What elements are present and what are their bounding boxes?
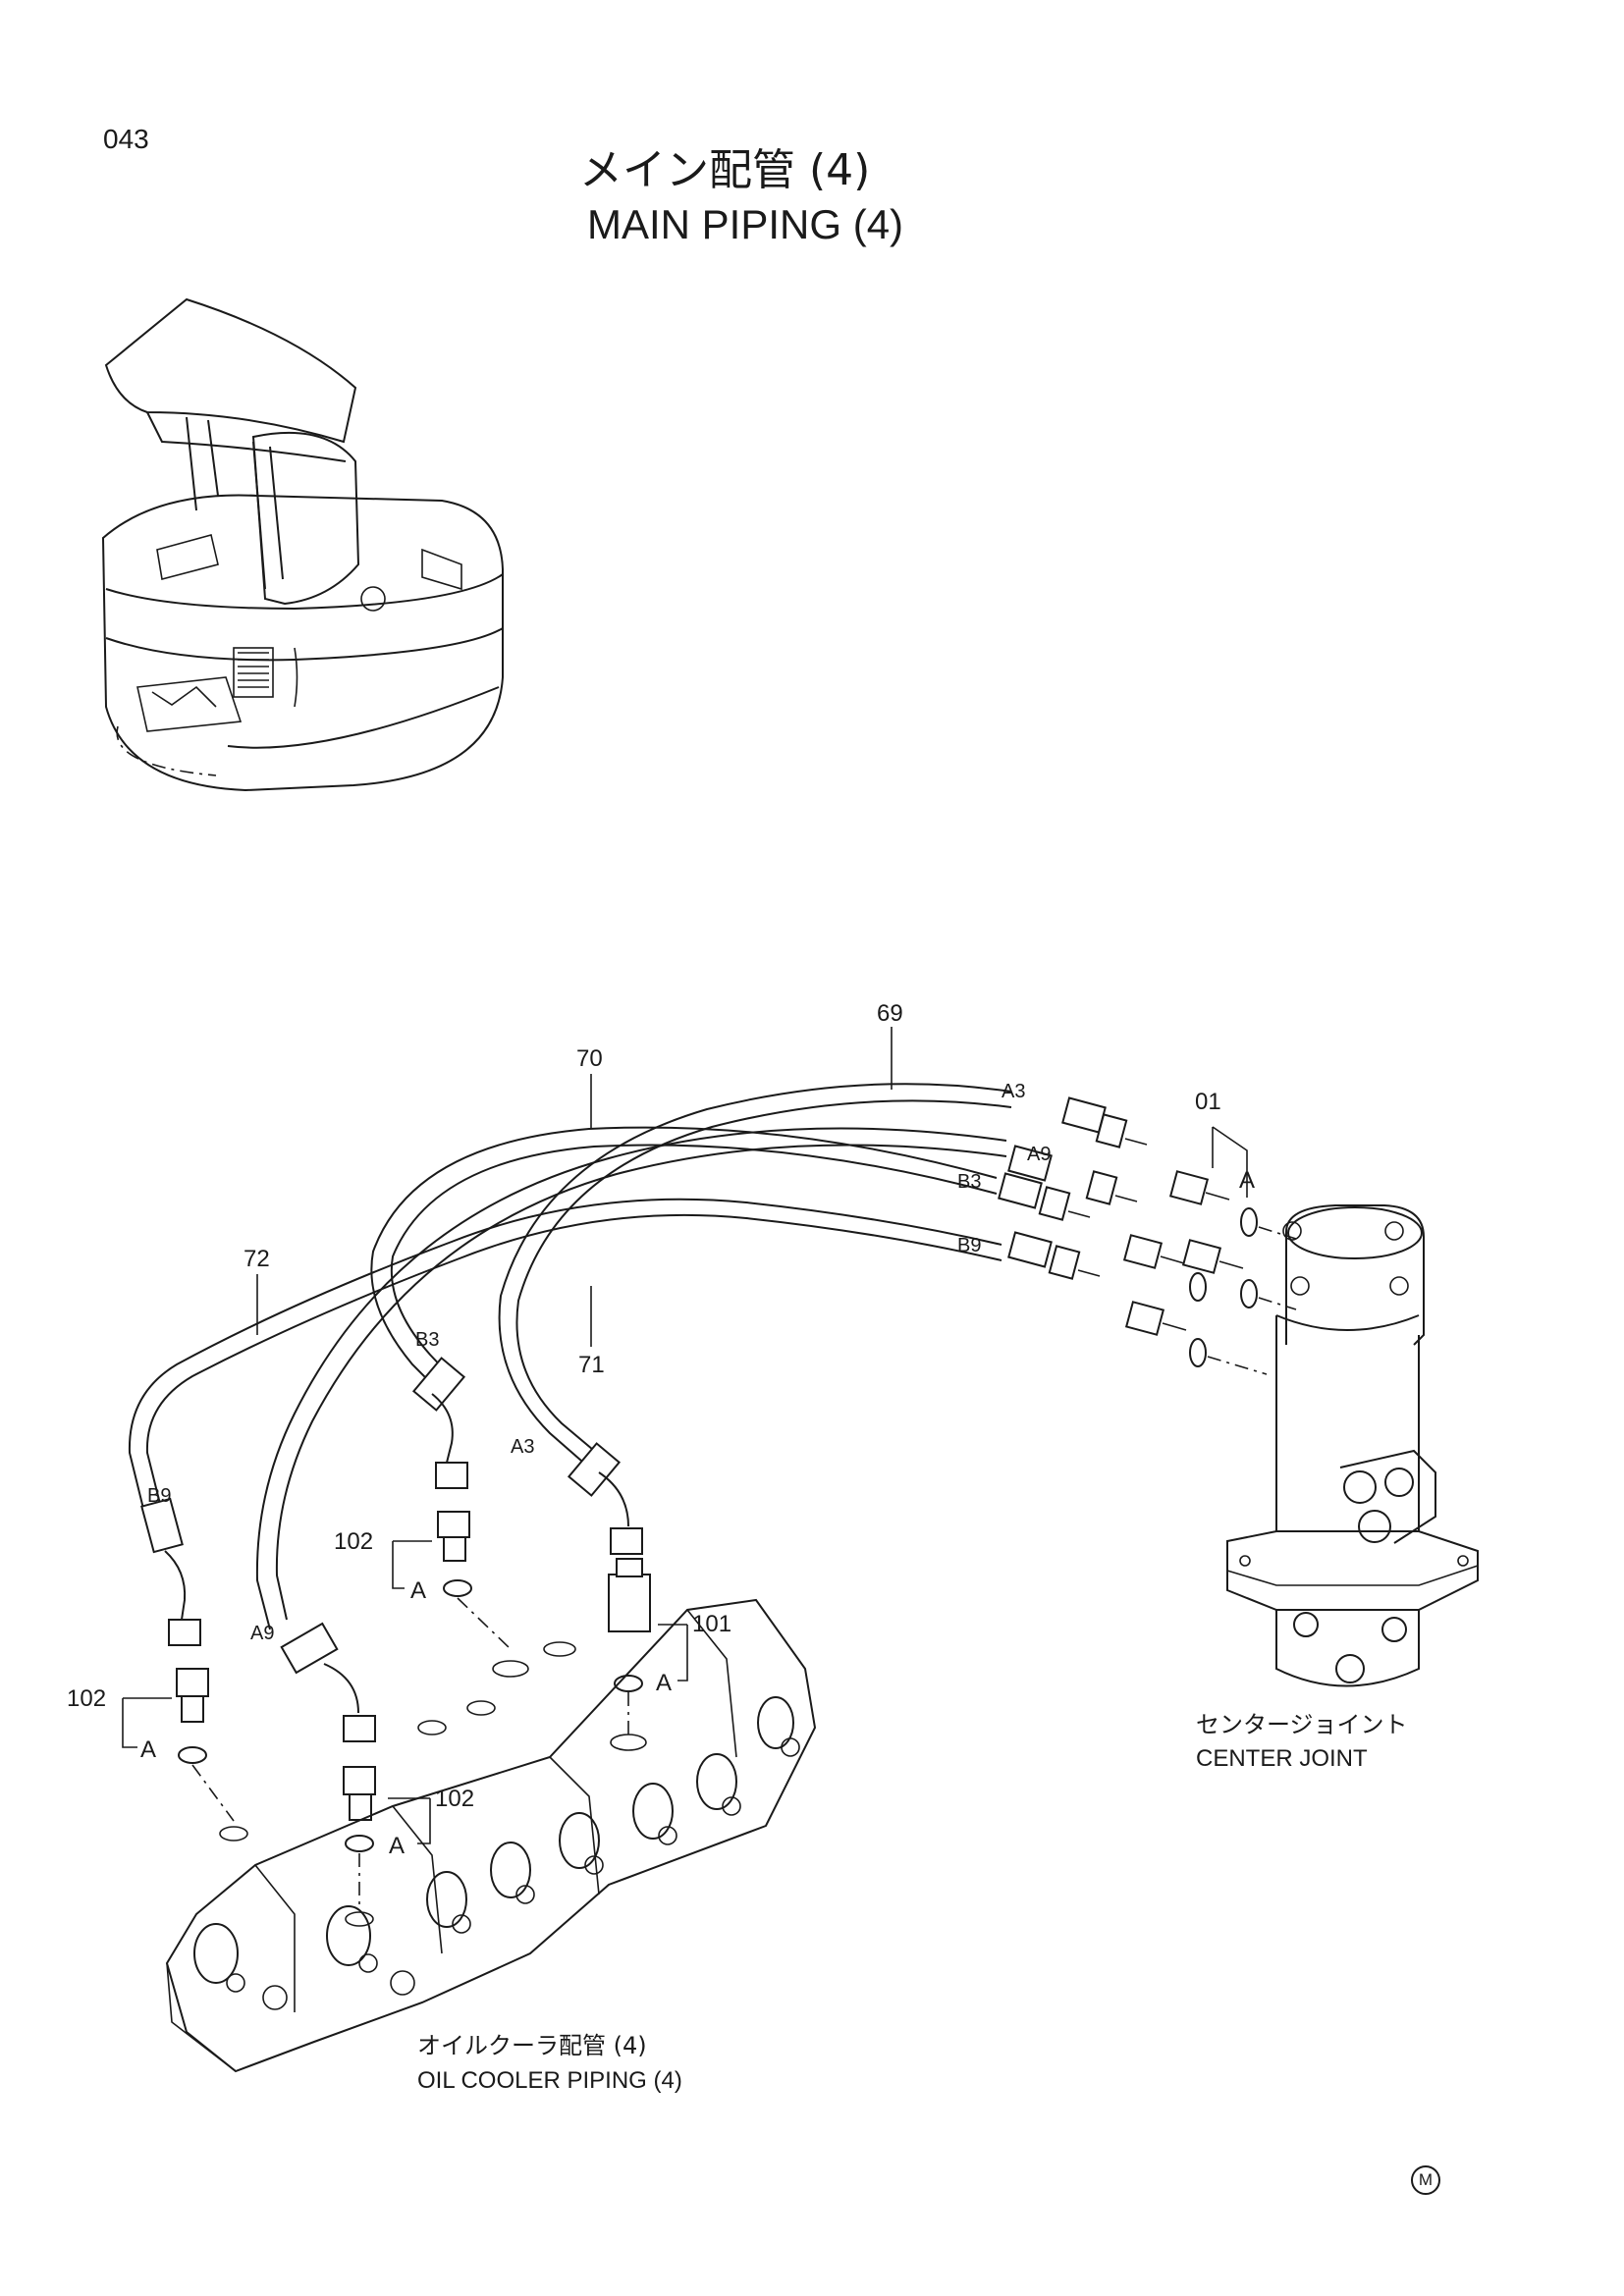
detail-a-label-1: A <box>1239 1167 1255 1194</box>
center-joint-illustration <box>1226 1204 1479 1687</box>
hose-72-inner <box>145 1213 1002 1513</box>
hose-ref-69: 69 <box>877 1000 903 1027</box>
port-label-a9-bottom: A9 <box>250 1623 274 1644</box>
hose-ends-top <box>998 1096 1148 1280</box>
excavator-overview-illustration <box>101 297 504 792</box>
port-label-b3-top: B3 <box>957 1171 981 1193</box>
callout-102-upper: 102 <box>334 1528 373 1555</box>
detail-a-label-2: A <box>410 1577 426 1604</box>
port-label-a3-top: A3 <box>1001 1081 1025 1102</box>
callout-labels: 69 70 71 72 A3 A9 B3 B9 B3 A3 B9 A9 01 1… <box>67 1000 1255 1859</box>
detail-a-label-3: A <box>656 1670 672 1696</box>
maker-mark-letter: M <box>1418 2170 1434 2189</box>
center-joint-label-en: CENTER JOINT <box>1196 1745 1368 1772</box>
callout-101: 101 <box>692 1611 731 1637</box>
hose-ref-70: 70 <box>576 1045 603 1072</box>
hose-70-inner <box>390 1144 998 1373</box>
detail-a-label-4: A <box>140 1736 156 1763</box>
center-joint-label-jp: センタージョイント <box>1196 1711 1408 1738</box>
hose-group <box>128 1083 1148 1742</box>
hose-69-inner <box>515 1099 1012 1456</box>
oil-cooler-piping-label-en: OIL COOLER PIPING (4) <box>417 2067 682 2094</box>
hose-ends-bottom <box>140 1357 643 1742</box>
port-label-b3-bottom: B3 <box>415 1329 439 1351</box>
hose-ref-71: 71 <box>578 1352 605 1378</box>
title-english: MAIN PIPING (4) <box>587 201 904 247</box>
control-valve-illustration <box>165 1598 817 2073</box>
page-number: 043 <box>103 124 149 154</box>
port-label-a9-top: A9 <box>1027 1144 1051 1165</box>
oil-cooler-piping-label-jp: オイルクーラ配管 (4) <box>417 2032 647 2059</box>
hose-ref-72: 72 <box>244 1246 270 1272</box>
valve-spools <box>193 1696 800 1993</box>
callout-102-left: 102 <box>67 1685 106 1712</box>
port-label-a3-bottom: A3 <box>511 1436 534 1458</box>
hose-69-outer <box>498 1083 1012 1468</box>
fittings-101-102-group <box>122 1511 688 1909</box>
callout-01: 01 <box>1195 1089 1221 1115</box>
detail-a-label-5: A <box>389 1833 405 1859</box>
maker-mark-circled-m: M <box>1411 2165 1440 2195</box>
port-label-b9-top: B9 <box>957 1235 981 1256</box>
hose-71-outer <box>255 1127 1007 1630</box>
callout-102-lower: 102 <box>435 1786 474 1812</box>
hose-72-outer <box>128 1198 1002 1518</box>
port-label-b9-bottom: B9 <box>147 1485 171 1507</box>
fittings-01-group <box>1122 1126 1297 1375</box>
title-japanese: メイン配管 (4) <box>579 145 871 195</box>
